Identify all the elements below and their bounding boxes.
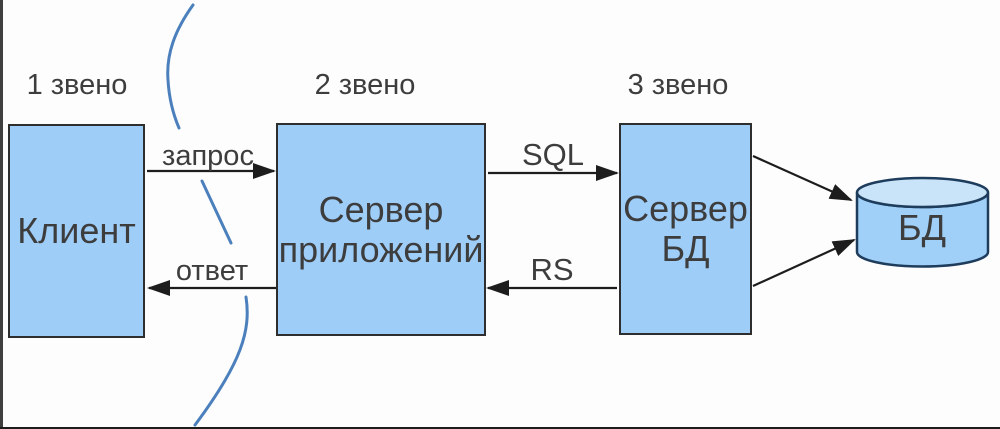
app-server-node-label: Сервер приложений: [278, 188, 484, 270]
tier2-heading: 2 звено: [314, 69, 416, 101]
client-node-label: Клиент: [17, 210, 136, 251]
db-upper-arrow: [752, 154, 853, 202]
tier1-heading: 1 звено: [26, 69, 128, 101]
client-node: Клиент: [8, 124, 145, 338]
frame-left-edge: [0, 0, 3, 429]
tier3-heading: 3 звено: [627, 69, 729, 101]
db-server-node: Сервер БД: [619, 123, 752, 335]
database-label: БД: [897, 207, 947, 248]
app-server-node: Сервер приложений: [276, 123, 486, 336]
frame-bottom-edge: [0, 427, 1000, 429]
db-server-node-label: Сервер БД: [623, 188, 748, 269]
request-arrow-label: запрос: [162, 140, 254, 172]
sql-arrow-label: SQL: [521, 137, 585, 172]
response-arrow-label: ответ: [175, 255, 249, 287]
database-cylinder-icon: [855, 176, 990, 268]
rs-arrow-label: RS: [530, 252, 574, 287]
db-lower-arrow: [752, 238, 856, 288]
network-boundary-curve: [166, 3, 249, 427]
